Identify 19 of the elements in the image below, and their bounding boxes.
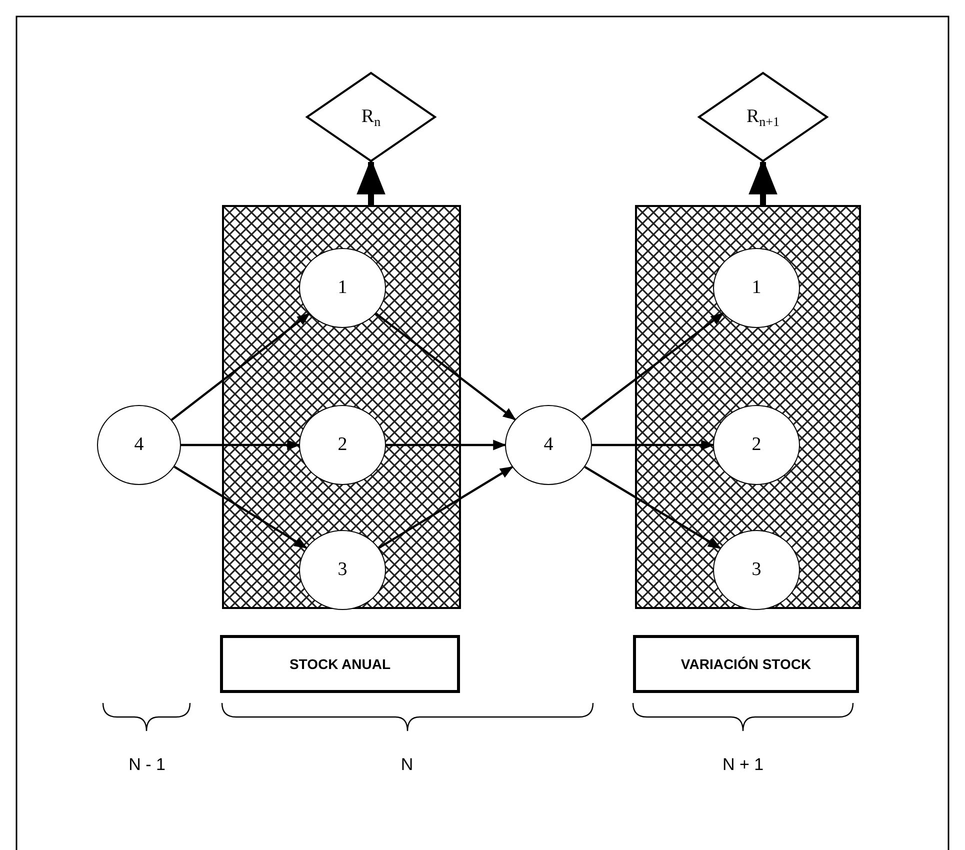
decision-diamond: R$_{n+1}$ <box>698 72 828 162</box>
label-box: STOCK ANUAL <box>220 635 460 693</box>
arrow <box>584 466 722 550</box>
arrow <box>375 312 516 420</box>
period-label: N + 1 <box>722 755 764 775</box>
state-circle: 4 <box>97 405 181 485</box>
arrow <box>592 440 714 450</box>
label-box: VARIACIÓN STOCK <box>633 635 859 693</box>
arrow <box>386 440 506 450</box>
period-label: N <box>400 755 414 775</box>
arrow <box>174 466 308 549</box>
period-label: N - 1 <box>128 755 166 775</box>
decision-diamond: R$_{n}$ <box>306 72 436 162</box>
arrow <box>581 312 724 420</box>
hatched-panel <box>635 205 861 609</box>
hatched-panel <box>222 205 461 609</box>
arrow <box>181 440 300 450</box>
state-circle: 4 <box>505 405 592 485</box>
arrow <box>170 312 310 421</box>
